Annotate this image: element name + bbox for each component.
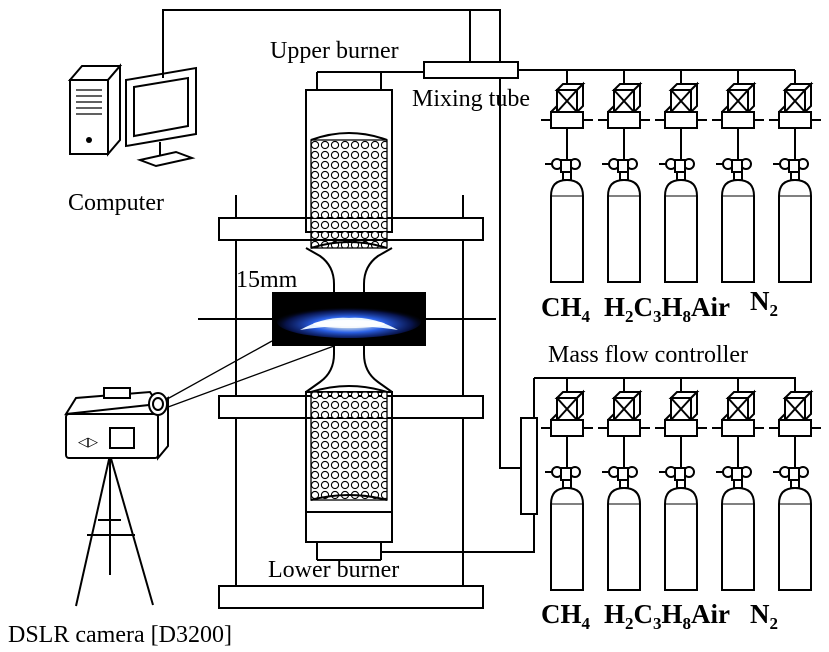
base-plate [218, 585, 484, 609]
mass-flow-controller-icon [598, 81, 650, 129]
gas-supply-unit-upper-2 [598, 70, 650, 283]
gas-supply-unit-upper-5 [769, 70, 821, 283]
mass-flow-controller-icon [655, 389, 707, 437]
lower-burner-label: Lower burner [268, 557, 399, 583]
upper-burner [305, 72, 393, 292]
gas-c3-main: C [634, 599, 654, 629]
camera-sightlines [159, 340, 335, 411]
gas-h8-main: H [662, 292, 683, 322]
mass-flow-controller-icon [598, 389, 650, 437]
computer-label: Computer [68, 190, 164, 216]
computer-icon [67, 63, 197, 168]
gas-c3-main: C [634, 292, 654, 322]
gas-supply-unit-lower-4 [712, 378, 764, 591]
gas-supply-unit-upper-4 [712, 70, 764, 283]
mixing-tube-lower [520, 417, 538, 515]
gas-cylinder-icon [607, 171, 641, 283]
mass-flow-controller-icon [541, 389, 593, 437]
pressure-regulator-icon [659, 158, 695, 173]
pressure-regulator-icon [773, 466, 809, 481]
gas-cylinder-icon [721, 479, 755, 591]
gas-supply-rows [541, 70, 821, 591]
gas-air-main: Air [691, 599, 730, 629]
gas-supply-unit-upper-1 [541, 70, 593, 283]
gas-cylinder-icon [664, 479, 698, 591]
svg-text:◁▷: ◁▷ [78, 434, 98, 449]
gas-ch4-main: CH [541, 292, 582, 322]
gas-n2-main: N [750, 286, 770, 316]
flame-image [198, 292, 496, 346]
mass-flow-controller-icon [712, 81, 764, 129]
gas-h2-sub: 2 [625, 614, 634, 633]
gas-cylinder-icon [778, 171, 812, 283]
pressure-regulator-icon [716, 466, 752, 481]
tripod [75, 454, 154, 607]
mixing-tube-label: Mixing tube [412, 86, 530, 112]
upper-burner-label: Upper burner [270, 38, 399, 64]
lower-burner [305, 346, 393, 560]
mass-flow-controller-icon [541, 81, 593, 129]
gas-h2-sub: 2 [625, 307, 634, 326]
gas-h2-main: H [604, 599, 625, 629]
piping [162, 9, 796, 561]
gas-cylinder-icon [550, 479, 584, 591]
gas-cylinder-icon [664, 171, 698, 283]
pressure-regulator-icon [545, 466, 581, 481]
camera-label: DSLR camera [D3200] [8, 622, 232, 648]
pressure-regulator-icon [773, 158, 809, 173]
gas-supply-unit-lower-1 [541, 378, 593, 591]
gas-supply-unit-lower-2 [598, 378, 650, 591]
mass-flow-controller-icon [769, 389, 821, 437]
gas-ch4-main: CH [541, 599, 582, 629]
pressure-regulator-icon [716, 158, 752, 173]
gas-n2-sub: 2 [770, 614, 779, 633]
gas-h8-sub: 8 [683, 307, 692, 326]
gas-cylinder-icon [607, 479, 641, 591]
gas-supply-unit-upper-3 [655, 70, 707, 283]
gas-cylinder-icon [778, 479, 812, 591]
gas-ch4-sub: 4 [582, 614, 591, 633]
mixing-tube-upper [423, 61, 519, 79]
dslr-camera-icon: ◁▷ [64, 387, 169, 461]
pressure-regulator-icon [602, 466, 638, 481]
gas-h2-main: H [604, 292, 625, 322]
gas-ch4-sub: 4 [582, 307, 591, 326]
mass-flow-controller-label: Mass flow controller [548, 342, 748, 368]
pressure-regulator-icon [545, 158, 581, 173]
mass-flow-controller-icon [712, 389, 764, 437]
gas-supply-unit-lower-3 [655, 378, 707, 591]
gas-h8-sub: 8 [683, 614, 692, 633]
gas-air-main: Air [691, 292, 730, 322]
gas-n2-main: N [750, 599, 770, 629]
mass-flow-controller-icon [769, 81, 821, 129]
gas-n2-sub: 2 [770, 301, 779, 320]
gap-label: 15mm [236, 267, 298, 293]
pressure-regulator-icon [602, 158, 638, 173]
gas-cylinder-icon [721, 171, 755, 283]
gas-h8-main: H [662, 599, 683, 629]
gas-cylinder-icon [550, 171, 584, 283]
gas-supply-unit-lower-5 [769, 378, 821, 591]
pressure-regulator-icon [659, 466, 695, 481]
mass-flow-controller-icon [655, 81, 707, 129]
gas-c3-sub: 3 [653, 614, 662, 633]
gas-c3-sub: 3 [653, 307, 662, 326]
